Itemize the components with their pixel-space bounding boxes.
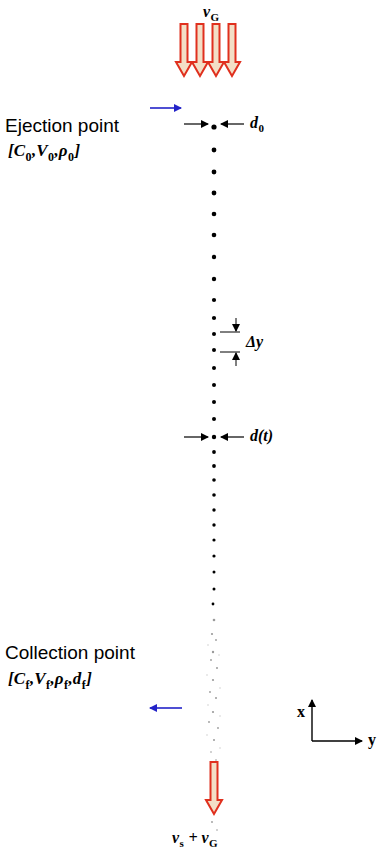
evaporating-droplets (206, 644, 221, 749)
axis-label: x (297, 704, 305, 720)
point-label: Collection point (5, 643, 135, 662)
state-variables: [C (8, 670, 25, 687)
state-variables: ,ρ (51, 670, 64, 687)
state-variables: ] (75, 142, 81, 159)
subscript: f (82, 679, 86, 691)
diameter-symbol: d(t) (250, 428, 273, 444)
axis-label: y (368, 732, 376, 748)
axis-arrow (311, 700, 312, 741)
subscript: f (46, 679, 50, 691)
diameter-arrow (221, 123, 244, 124)
subscript: f (64, 679, 68, 691)
state-variables: ,ρ (55, 142, 68, 159)
subscript: f (26, 679, 30, 691)
state-variables: ,d (69, 670, 82, 687)
velocity-symbol: v (203, 4, 210, 20)
ejection-arrow (150, 107, 181, 109)
droplets (211, 124, 216, 605)
velocity-symbol: v (172, 830, 179, 846)
collection-arrow (150, 707, 182, 709)
gas-flow-arrows (176, 24, 240, 76)
subscript: G (209, 838, 218, 849)
point-label: Ejection point (5, 116, 119, 135)
state-variables: ,V (30, 670, 46, 687)
velocity-symbol: + v (184, 830, 208, 846)
state-variables: [C (8, 142, 25, 159)
spacing-symbol: Δy (246, 334, 263, 350)
state-variables: ] (86, 670, 92, 687)
subscript: 0 (259, 123, 265, 134)
diameter-symbol: d (250, 115, 258, 131)
spacing-marker (220, 318, 240, 366)
subscript: 0 (26, 151, 32, 163)
diameter-arrow (184, 123, 208, 124)
subscript: G (211, 12, 220, 23)
axis-arrow (312, 740, 362, 741)
subscript: 0 (48, 151, 54, 163)
diameter-arrow (184, 436, 208, 437)
diameter-arrow (221, 436, 244, 437)
state-variables: ,V (32, 142, 48, 159)
exit-flow-arrow (206, 762, 222, 814)
subscript: 0 (68, 151, 74, 163)
subscript: s (180, 838, 184, 849)
evaporating-droplets (208, 619, 219, 831)
